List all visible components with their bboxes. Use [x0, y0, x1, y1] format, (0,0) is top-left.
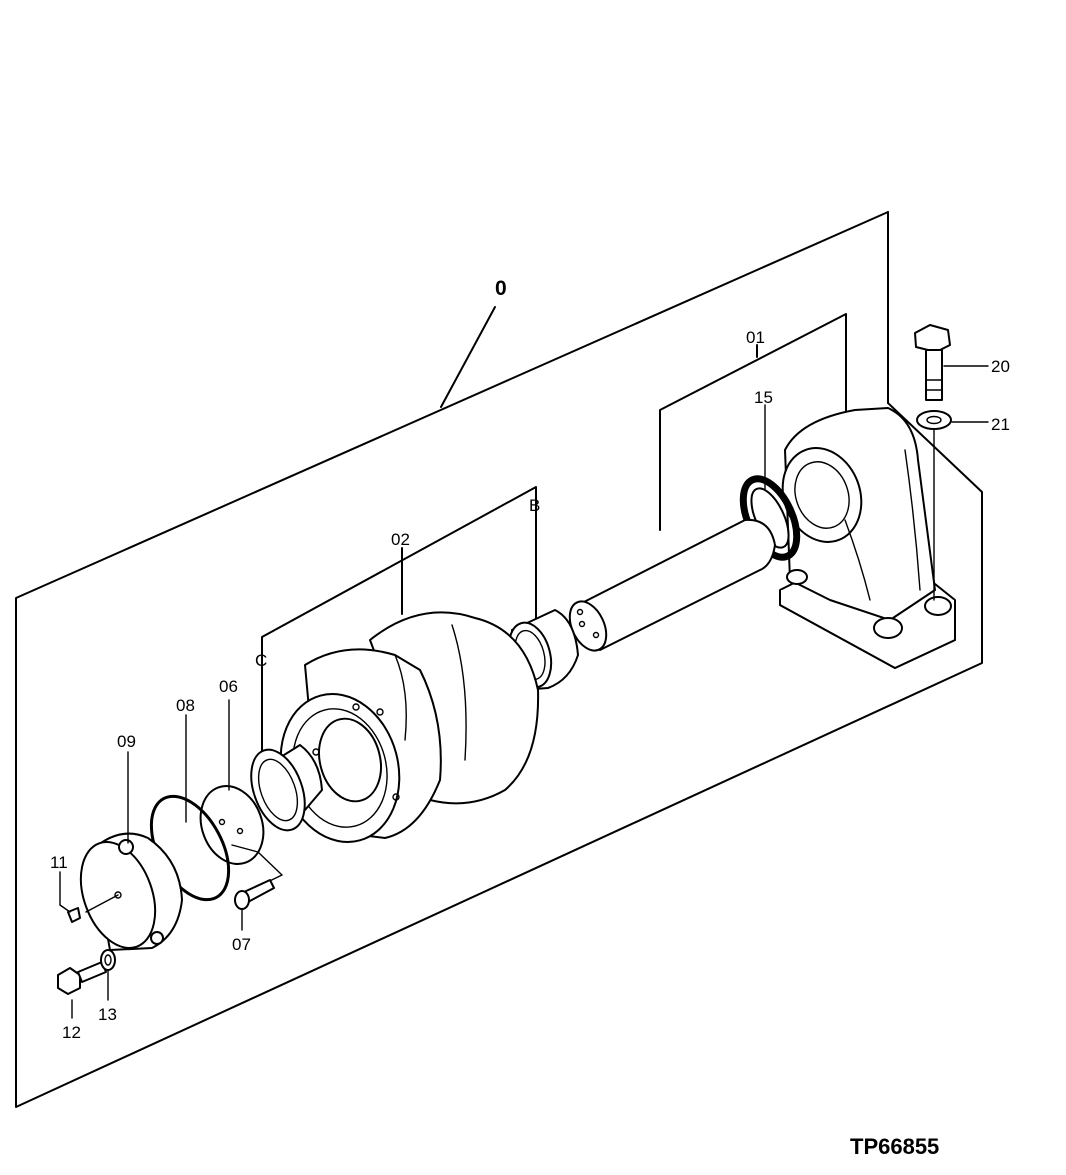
callout-12: 12 [62, 1023, 81, 1042]
callout-11: 11 [50, 853, 68, 872]
plug-11-part [59, 871, 81, 923]
bracket-b-c [261, 486, 537, 753]
callout-01: 01 [746, 328, 765, 347]
callout-b: B [529, 496, 540, 515]
callout-06: 06 [219, 677, 238, 696]
callout-08: 08 [176, 696, 195, 715]
support-bracket-part [779, 407, 956, 669]
callout-09: 09 [117, 732, 136, 751]
roller-part [279, 611, 540, 843]
callout-13: 13 [98, 1005, 117, 1024]
assembly-label: 0 [495, 277, 507, 300]
collar-part [250, 744, 323, 832]
screw-07-part [234, 879, 275, 910]
figure-id: TP66855 [850, 1134, 939, 1159]
shaft-part [568, 518, 776, 652]
callout-21: 21 [991, 415, 1010, 434]
bracket-01 [659, 313, 847, 531]
callout-leaders [71, 404, 766, 1019]
washer-21-part [916, 410, 989, 601]
callout-02: 02 [391, 530, 410, 549]
callout-07: 07 [232, 935, 251, 954]
callout-20: 20 [991, 357, 1010, 376]
cover-part [79, 832, 183, 951]
bolt-12-part [57, 961, 107, 995]
assembly-boundary [15, 211, 983, 1108]
assembly-leader [440, 306, 496, 408]
callout-c: C [255, 651, 267, 670]
washer-13-part [100, 949, 116, 1001]
callout-15: 15 [754, 388, 773, 407]
plate-part [199, 785, 283, 894]
bolt-20-part [914, 324, 989, 401]
